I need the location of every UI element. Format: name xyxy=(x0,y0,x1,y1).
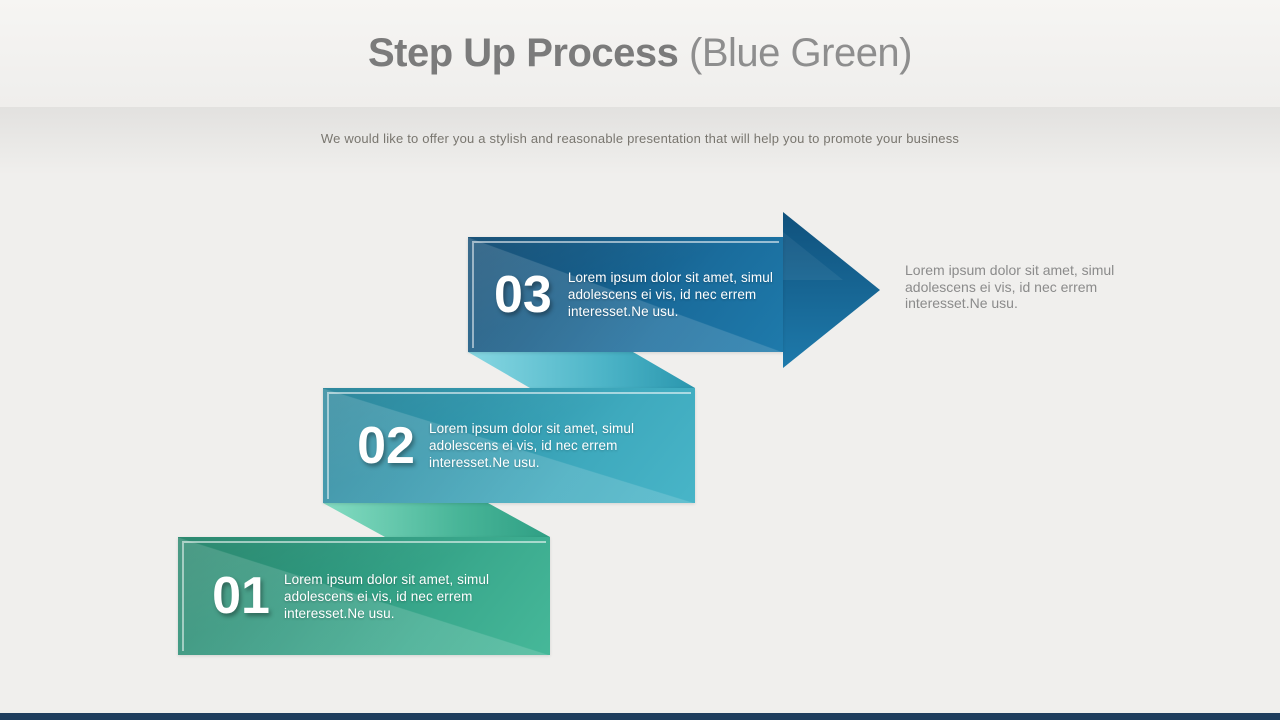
slide-subtitle: We would like to offer you a stylish and… xyxy=(320,131,960,146)
side-note: Lorem ipsum dolor sit amet, simul adoles… xyxy=(905,262,1115,311)
step-banner-01: 01 Lorem ipsum dolor sit amet, simul ado… xyxy=(178,537,550,655)
step3-arrow-head-icon xyxy=(783,212,880,368)
step-number: 03 xyxy=(494,265,552,324)
fold-ribbon-02-01 xyxy=(323,503,550,537)
fold-ribbon-03-02 xyxy=(468,352,695,388)
step-banner-02: 02 Lorem ipsum dolor sit amet, simul ado… xyxy=(323,388,695,503)
step-description: Lorem ipsum dolor sit amet, simul adoles… xyxy=(284,571,490,621)
step-banner-03: 03 Lorem ipsum dolor sit amet, simul ado… xyxy=(468,237,783,352)
footer-bar xyxy=(0,713,1280,720)
page-title-main: Step Up Process xyxy=(368,31,679,75)
step-description: Lorem ipsum dolor sit amet, simul adoles… xyxy=(429,421,635,470)
step-number: 01 xyxy=(212,567,270,625)
slide-header: Step Up Process (Blue Green) xyxy=(0,0,1280,107)
step-number: 02 xyxy=(357,416,415,475)
subtitle-band: We would like to offer you a stylish and… xyxy=(0,107,1280,175)
page-title: Step Up Process (Blue Green) xyxy=(368,31,912,76)
step-description: Lorem ipsum dolor sit amet, simul adoles… xyxy=(567,270,773,319)
page-title-suffix: (Blue Green) xyxy=(689,31,912,75)
